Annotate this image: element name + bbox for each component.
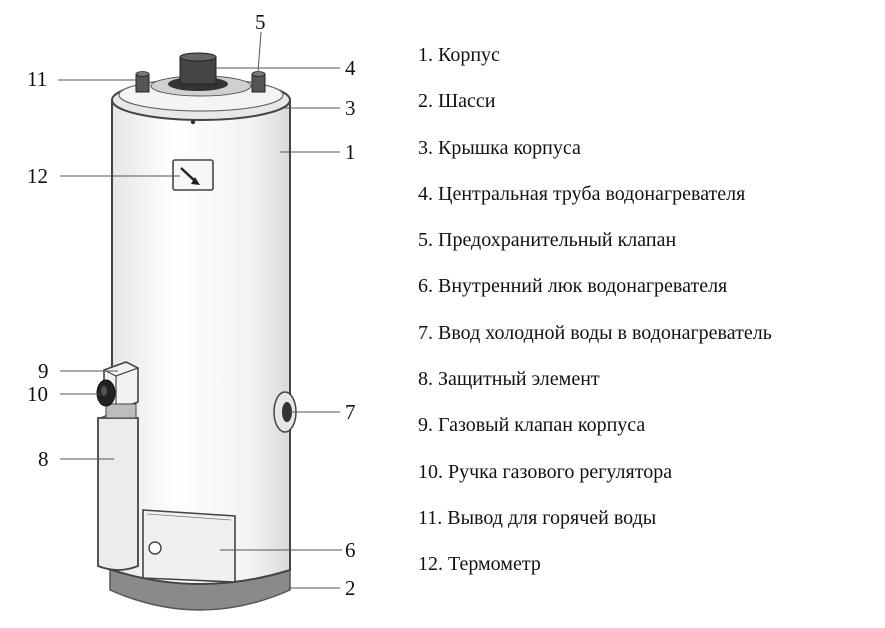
callout-9: 9 bbox=[38, 359, 49, 383]
leader-5 bbox=[257, 31, 262, 73]
legend-item: 9. Газовый клапан корпуса bbox=[418, 414, 646, 437]
parts-legend: 1. Корпус 2. Шасси 3. Крышка корпуса 4. … bbox=[418, 40, 772, 596]
legend-item: 6. Внутренний люк водонагревателя bbox=[418, 275, 728, 298]
callout-6: 6 bbox=[345, 538, 356, 562]
callout-2: 2 bbox=[345, 576, 356, 600]
callout-12: 12 bbox=[27, 164, 48, 188]
legend-item: 11. Вывод для горячей воды bbox=[418, 506, 657, 529]
inner-access-panel bbox=[142, 509, 236, 583]
legend-item: 12. Термометр bbox=[418, 553, 541, 576]
protective-cover bbox=[97, 413, 139, 571]
legend-item: 7. Ввод холодной воды в водонагреватель bbox=[418, 321, 772, 344]
legend-item: 5. Предохранительный клапан bbox=[418, 229, 677, 252]
callout-4: 4 bbox=[345, 56, 356, 80]
legend-item: 8. Защитный элемент bbox=[418, 368, 600, 391]
callout-1: 1 bbox=[345, 140, 356, 164]
callout-3: 3 bbox=[345, 96, 356, 120]
callout-5: 5 bbox=[255, 10, 266, 34]
callout-numbers: 5 11 4 3 1 12 9 10 7 8 6 2 bbox=[27, 10, 356, 600]
thermometer bbox=[172, 159, 214, 191]
callout-10: 10 bbox=[27, 382, 48, 406]
gas-regulator-knob bbox=[96, 379, 116, 407]
legend-item: 2. Шасси bbox=[418, 90, 496, 113]
central-flue-pipe bbox=[168, 52, 228, 91]
legend-item: 3. Крышка корпуса bbox=[418, 136, 581, 159]
heater-body bbox=[111, 99, 291, 585]
leader-lines bbox=[58, 31, 342, 589]
legend-item: 1. Корпус bbox=[418, 44, 500, 66]
callout-11: 11 bbox=[27, 67, 47, 91]
legend-item: 10. Ручка газового регулятора bbox=[418, 460, 673, 483]
callout-7: 7 bbox=[345, 400, 356, 424]
heater-top-cover bbox=[111, 75, 291, 125]
hot-water-outlet bbox=[135, 71, 150, 93]
callout-8: 8 bbox=[38, 447, 49, 471]
relief-valve bbox=[251, 71, 266, 93]
legend-item: 4. Центральная труба водонагревателя bbox=[418, 182, 746, 205]
